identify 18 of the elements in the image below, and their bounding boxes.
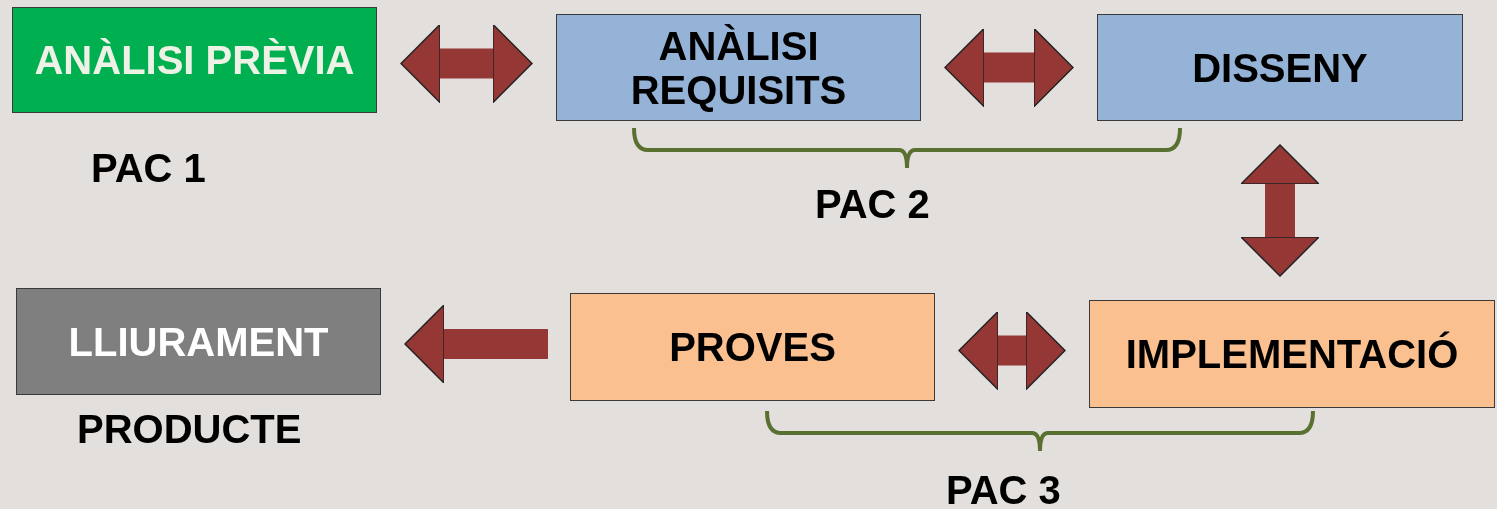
phase-label: PRODUCTE	[77, 407, 302, 452]
box-title: LLIURAMENT	[68, 319, 329, 364]
block-arrow	[400, 23, 533, 104]
box-title: IMPLEMENTACIÓ	[1125, 332, 1459, 376]
block-arrow	[944, 27, 1074, 108]
block-arrow	[404, 304, 548, 384]
block-arrow	[958, 310, 1066, 391]
box-title: ANÀLISI REQUISITS	[629, 23, 848, 112]
process-box	[1089, 300, 1495, 408]
process-box	[1097, 14, 1463, 121]
phase-label: PAC 2	[815, 182, 930, 227]
process-box	[570, 293, 935, 401]
box-title: DISSENY	[1192, 45, 1368, 90]
phase-label: PAC 3	[946, 468, 1061, 509]
box-title: PROVES	[669, 325, 836, 369]
box-title: ANÀLISI PRÈVIA	[34, 38, 355, 82]
phase-label: PAC 1	[91, 146, 206, 191]
process-box	[556, 14, 921, 121]
